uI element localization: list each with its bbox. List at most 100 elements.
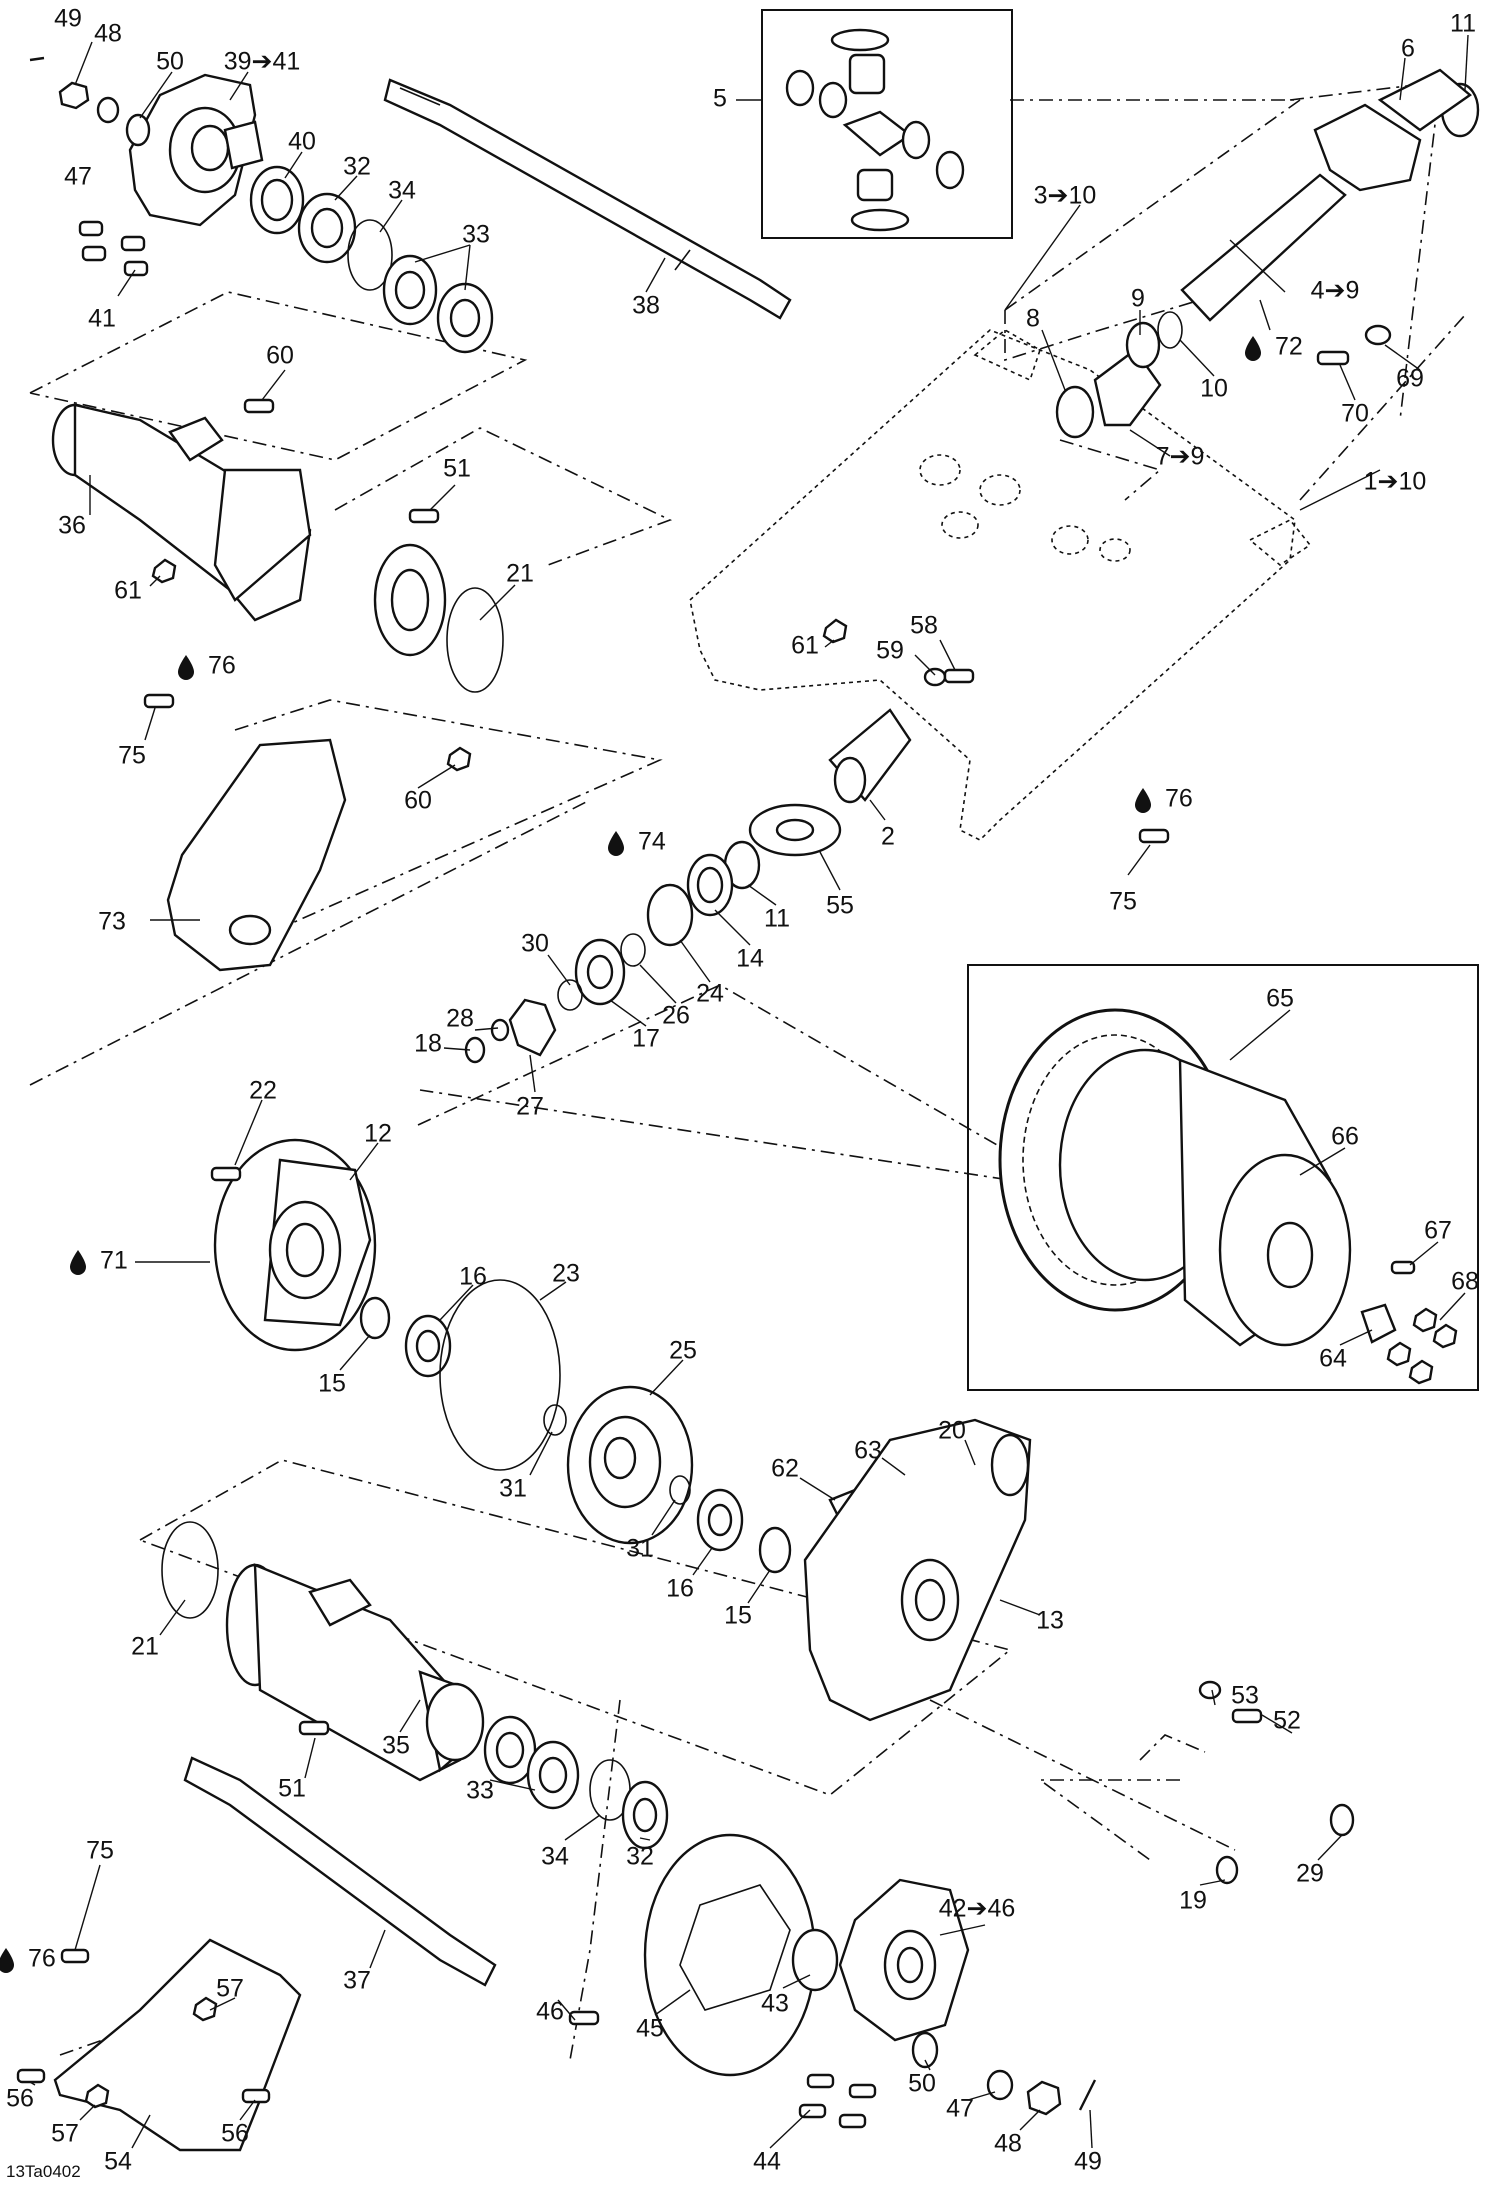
part-label-p21b: 21	[131, 1633, 159, 1661]
part-label-p15b: 15	[724, 1602, 752, 1630]
axle-tube-lower	[161, 1521, 485, 1782]
part-label-p60a: 60	[266, 342, 294, 370]
bolts-upper-left	[143, 398, 848, 772]
oil-drop-icon	[1245, 336, 1261, 361]
part-label-p34a: 34	[388, 177, 416, 205]
part-label-p36: 36	[58, 512, 86, 540]
part-label-p52: 52	[1273, 1707, 1301, 1735]
part-label-p54: 54	[104, 2148, 132, 2176]
part-label-p6: 6	[1401, 35, 1415, 63]
part-label-p73: 73	[98, 908, 126, 936]
lubricant-number: 76	[1165, 785, 1193, 813]
part-label-p20: 20	[938, 1417, 966, 1445]
lubricant-l76b: 76	[1135, 785, 1193, 813]
part-label-p48a: 48	[94, 20, 122, 48]
part-label-p65: 65	[1266, 985, 1294, 1013]
part-label-p9: 9	[1131, 285, 1145, 313]
lubricant-number: 71	[100, 1247, 128, 1275]
lubricant-l76a: 76	[178, 652, 236, 680]
lubricant-number: 74	[638, 828, 666, 856]
part-label-p51a: 51	[443, 455, 471, 483]
part-label-p24: 24	[696, 980, 724, 1008]
lubricant-number: 76	[28, 1945, 56, 1973]
part-label-p38: 38	[632, 292, 660, 320]
part-label-p75b: 75	[1109, 888, 1137, 916]
lubricant-number: 76	[208, 652, 236, 680]
part-label-p22: 22	[249, 1077, 277, 1105]
hub-lower	[798, 1878, 1097, 2129]
range-label-r42_46: 42➔46	[939, 1895, 1016, 1923]
part-label-p61a: 61	[114, 577, 142, 605]
bolt-washer-69-70	[1316, 324, 1392, 366]
part-label-p30: 30	[521, 930, 549, 958]
part-label-p75c: 75	[86, 1837, 114, 1865]
wheel-inset-box	[967, 964, 1479, 1391]
part-label-p68: 68	[1451, 1268, 1479, 1296]
lubricant-labels: 72 76 76 74 71 76	[0, 333, 1303, 1973]
part-label-p18: 18	[414, 1030, 442, 1058]
part-label-p2: 2	[881, 823, 895, 851]
center-cluster	[464, 708, 912, 1064]
lubricant-l71: 71	[70, 1247, 128, 1275]
u-joint-kit	[785, 28, 965, 232]
part-label-p56b: 56	[221, 2120, 249, 2148]
boot-clamps	[1055, 311, 1183, 439]
part-label-p13: 13	[1036, 1607, 1064, 1635]
o-ring-23	[439, 1279, 561, 1471]
part-label-p70: 70	[1341, 400, 1369, 428]
part-label-p43: 43	[761, 1990, 789, 2018]
range-label-r1_10: 1➔10	[1364, 468, 1427, 496]
part-label-p55: 55	[826, 892, 854, 920]
part-label-p28: 28	[446, 1005, 474, 1033]
gear-plate-25	[543, 1385, 694, 1545]
nut-washer-top	[29, 56, 151, 147]
part-label-p64: 64	[1319, 1345, 1347, 1373]
part-number-labels: 2568910111112131415151616171819202121222…	[6, 5, 1479, 2176]
part-label-p58: 58	[910, 612, 938, 640]
hub-flange-top	[128, 73, 264, 227]
part-label-p50a: 50	[156, 48, 184, 76]
part-label-p12: 12	[364, 1120, 392, 1148]
part-label-p16a: 16	[459, 1263, 487, 1291]
part-label-p31a: 31	[499, 1475, 527, 1503]
oil-drop-icon	[608, 831, 624, 856]
drive-shaft-lower	[183, 1756, 497, 1987]
drive-shaft-top	[383, 78, 792, 320]
part-label-p69: 69	[1396, 365, 1424, 393]
part-label-p21a: 21	[506, 560, 534, 588]
part-label-p8: 8	[1026, 305, 1040, 333]
part-label-p51b: 51	[278, 1775, 306, 1803]
lubricant-l74: 74	[608, 828, 666, 856]
range-label-r3_10: 3➔10	[1034, 182, 1097, 210]
part-label-p50b: 50	[908, 2070, 936, 2098]
oil-drop-icon	[178, 655, 194, 680]
brake-disc	[568, 1833, 839, 2077]
part-label-p14: 14	[736, 945, 764, 973]
part-label-p63: 63	[854, 1437, 882, 1465]
mounting-bracket	[166, 738, 347, 972]
part-label-p35: 35	[382, 1732, 410, 1760]
part-label-p25: 25	[669, 1337, 697, 1365]
part-label-p32b: 32	[626, 1843, 654, 1871]
lubricant-l72: 72	[1245, 333, 1303, 361]
oil-drop-icon	[70, 1250, 86, 1275]
part-label-p40: 40	[288, 128, 316, 156]
swing-arm	[689, 329, 1312, 841]
leader-lines	[29, 34, 1469, 2149]
part-label-p75a: 75	[118, 742, 146, 770]
oil-drop-icon	[1135, 788, 1151, 813]
figure-code: 13Ta0402	[6, 2162, 81, 2181]
part-label-p19: 19	[1179, 1887, 1207, 1915]
part-label-p59: 59	[876, 637, 904, 665]
part-label-p62: 62	[771, 1455, 799, 1483]
bearings-lower	[483, 1715, 669, 1850]
part-label-p47a: 47	[64, 163, 92, 191]
housing-13	[803, 1418, 1032, 1722]
part-label-p66: 66	[1331, 1123, 1359, 1151]
part-label-p61b: 61	[791, 632, 819, 660]
part-label-p60b: 60	[404, 787, 432, 815]
part-label-p44: 44	[753, 2148, 781, 2176]
range-label-r7_9: 7➔9	[1156, 443, 1205, 471]
